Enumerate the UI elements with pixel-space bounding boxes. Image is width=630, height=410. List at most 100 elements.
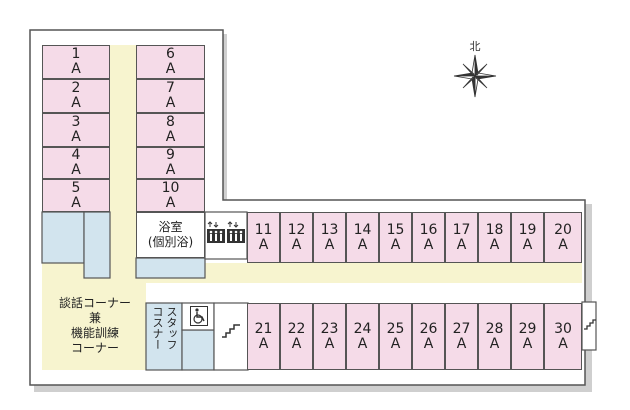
storage-west-1 [41,211,85,264]
room-type: A [165,129,176,145]
room-number: 28 [485,320,504,337]
room-number: 10 [161,179,180,196]
room-1: 1 A [42,45,110,79]
toilet-icon [227,221,245,243]
lounge-area [42,263,146,370]
room-10: 10 A [136,179,205,212]
room-number: 27 [452,320,471,337]
room-number: 14 [353,221,372,238]
room-type: A [522,335,533,352]
room-number: 26 [419,320,438,337]
room-number: 20 [554,221,572,238]
room-number: 2 [71,80,81,96]
room-15: 15 A [379,212,412,263]
room-20: 20 A [544,212,582,263]
storage-west-2 [83,211,111,279]
room-type: A [390,335,401,352]
room-26: 26 A [412,303,445,370]
room-number: 12 [287,221,306,238]
room-number: 9 [166,147,175,163]
room-21: 21 A [247,303,280,370]
room-number: 5 [71,179,81,196]
room-18: 18 A [478,212,511,263]
room-type: A [71,61,81,77]
room-type: A [291,236,302,253]
room-number: 30 [554,320,572,337]
room-type: A [390,236,401,253]
room-number: 7 [166,80,175,96]
room-number: 16 [419,221,438,238]
stair-west [213,302,249,371]
room-type: A [456,236,467,253]
room-28: 28 A [478,303,511,370]
room-11: 11 A [247,212,280,263]
room-type: A [357,236,368,253]
bath-lower [135,257,206,279]
north-label: 北 [469,40,481,53]
stairs-icon [584,319,596,330]
room-22: 22 A [280,303,313,370]
room-4: 4 A [42,147,110,179]
room-19: 19 A [511,212,544,263]
room-number: 24 [353,320,372,337]
room-number: 15 [386,221,405,238]
room-12: 12 A [280,212,313,263]
stairs-icon [222,324,240,338]
room-9: 9 A [136,147,205,179]
room-number: 18 [485,221,504,238]
room-3: 3 A [42,113,110,147]
room-number: 19 [518,221,537,238]
room-25: 25 A [379,303,412,370]
room-type: A [423,335,434,352]
room-23: 23 A [313,303,346,370]
room-number: 4 [71,147,81,163]
room-29: 29 A [511,303,544,370]
room-number: 8 [166,114,175,130]
room-type: A [324,335,335,352]
staff-annex [181,329,215,371]
room-number: 3 [71,114,81,130]
room-type: A [423,236,434,253]
staff-label: スタッフ コスナー [148,306,180,350]
room-type: A [71,194,81,211]
room-number: 17 [452,221,471,238]
room-type: A [165,95,176,111]
room-14: 14 A [346,212,379,263]
staff-label-col-1: コスナー [151,306,164,350]
room-type: A [165,194,176,211]
room-type: A [71,95,81,111]
room-5: 5 A [42,179,110,212]
room-8: 8 A [136,113,205,147]
room-type: A [258,236,269,253]
room-type: A [489,335,500,352]
room-type: A [258,335,269,352]
room-16: 16 A [412,212,445,263]
room-number: 23 [320,320,339,337]
room-24: 24 A [346,303,379,370]
lounge-line-4: コーナー [70,341,119,355]
bath-sublabel: (個別浴) [147,235,194,249]
lounge-line-1: 談話コーナー [58,296,131,310]
room-17: 17 A [445,212,478,263]
room-number: 1 [71,46,81,62]
room-number: 29 [518,320,537,337]
room-number: 6 [166,46,175,62]
bath-room: 浴室 (個別浴) [136,212,205,258]
room-7: 7 A [136,79,205,113]
room-type: A [558,335,568,352]
corridor-west [110,45,136,263]
wheelchair-icon [190,306,208,326]
compass-rose-icon [453,54,497,98]
room-number: 11 [254,221,273,238]
room-type: A [558,236,568,253]
room-type: A [357,335,368,352]
room-type: A [489,236,500,253]
room-number: 25 [386,320,405,337]
room-type: A [71,162,81,178]
room-number: 13 [320,221,339,238]
bath-label: 浴室 [158,220,183,234]
room-type: A [165,61,176,77]
room-6: 6 A [136,45,205,79]
room-type: A [291,335,302,352]
